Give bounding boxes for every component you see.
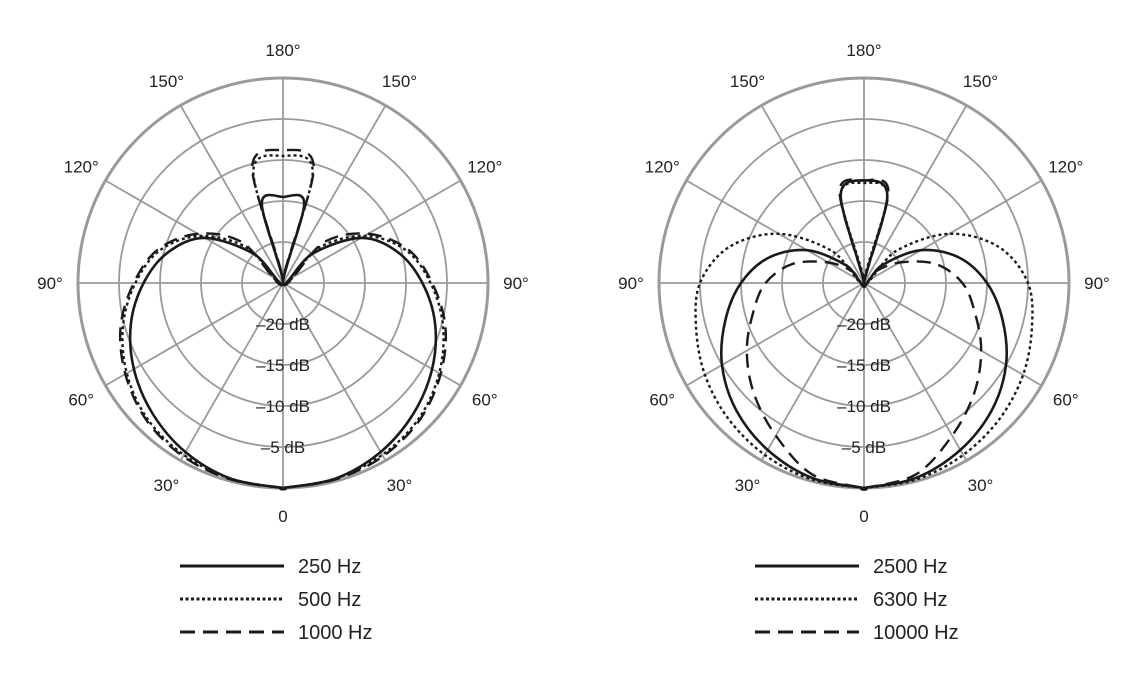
legend-label: 1000 Hz	[298, 622, 373, 644]
db-tick-label: –10 dB	[837, 397, 891, 416]
angle-tick-label: 60°	[472, 391, 498, 410]
angle-tick-label: 180°	[846, 41, 881, 60]
grid-spoke	[863, 179, 1042, 284]
angle-tick-label: 60°	[649, 391, 675, 410]
legend-label: 250 Hz	[298, 556, 361, 578]
series-line-250-hz	[128, 193, 438, 491]
grid-spoke	[179, 105, 284, 284]
angle-tick-label: 90°	[37, 274, 63, 293]
angle-tick-label: 120°	[467, 158, 502, 177]
angle-tick-label: 0	[859, 507, 868, 526]
series-line-1000-hz	[118, 148, 448, 491]
legend-label: 2500 Hz	[873, 556, 948, 578]
angle-tick-label: 60°	[68, 391, 94, 410]
grid-spoke	[760, 282, 865, 461]
db-tick-label: –20 dB	[256, 315, 310, 334]
angle-tick-label: 180°	[265, 41, 300, 60]
grid-spoke	[105, 179, 284, 284]
angle-tick-label: 120°	[64, 158, 99, 177]
db-tick-label: –10 dB	[256, 397, 310, 416]
db-tick-label: –20 dB	[837, 315, 891, 334]
angle-tick-label: 60°	[1053, 391, 1079, 410]
legend-label: 6300 Hz	[873, 589, 948, 611]
grid-spoke	[282, 282, 387, 461]
angle-tick-label: 30°	[387, 476, 413, 495]
grid-spoke	[863, 282, 968, 461]
angle-tick-label: 150°	[149, 72, 184, 91]
grid-spoke	[686, 282, 865, 387]
angle-tick-label: 120°	[1048, 158, 1083, 177]
angle-tick-label: 0	[278, 507, 287, 526]
grid-spoke	[282, 179, 461, 284]
angle-tick-label: 150°	[730, 72, 765, 91]
grid-spoke	[863, 282, 1042, 387]
grid-spoke	[863, 105, 968, 284]
angle-tick-label: 30°	[968, 476, 994, 495]
angle-tick-label: 150°	[963, 72, 998, 91]
angle-tick-label: 90°	[618, 274, 644, 293]
angle-tick-label: 120°	[645, 158, 680, 177]
angle-tick-label: 90°	[1084, 274, 1110, 293]
angle-tick-label: 30°	[735, 476, 761, 495]
angle-tick-label: 30°	[154, 476, 180, 495]
db-tick-label: –5 dB	[842, 438, 886, 457]
series-line-10000-hz	[745, 178, 983, 491]
legend-label: 10000 Hz	[873, 622, 959, 644]
grid-spoke	[179, 282, 284, 461]
grid-spoke	[282, 105, 387, 284]
series-line-2500-hz	[719, 179, 1009, 491]
legend-label: 500 Hz	[298, 589, 361, 611]
angle-tick-label: 150°	[382, 72, 417, 91]
grid-spoke	[760, 105, 865, 284]
angle-tick-label: 90°	[503, 274, 529, 293]
db-tick-label: –15 dB	[837, 356, 891, 375]
db-tick-label: –15 dB	[256, 356, 310, 375]
series-line-500-hz	[121, 154, 445, 491]
grid-spoke	[686, 179, 865, 284]
series-line-6300-hz	[694, 181, 1034, 491]
db-tick-label: –5 dB	[261, 438, 305, 457]
